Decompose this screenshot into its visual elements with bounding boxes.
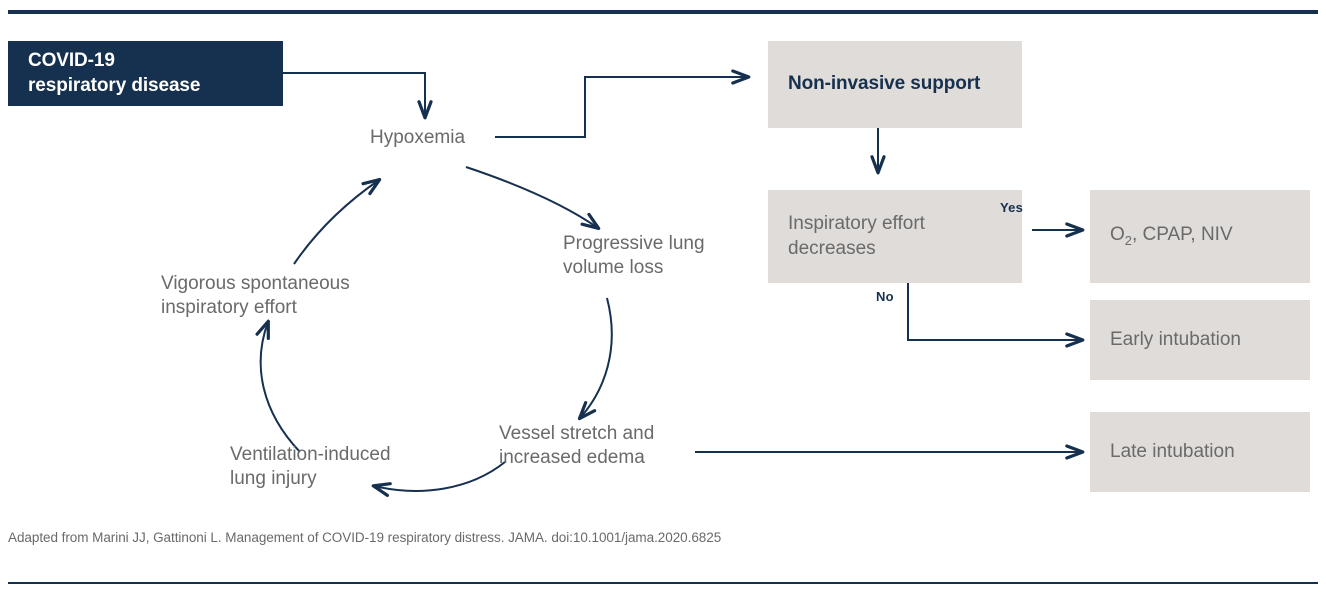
- branch-label-no: No: [876, 289, 894, 304]
- outcome-early-intubation-label: Early intubation: [1110, 328, 1241, 350]
- non-invasive-support-label: Non-invasive support: [788, 73, 981, 95]
- progressive-lung-volume-loss-line2: volume loss: [563, 257, 664, 279]
- arrow-hypoxemia-to-lung-volume-loss: [465, 166, 601, 231]
- vessel-stretch-line2: increased edema: [499, 447, 645, 469]
- non-invasive-support-box: Non-invasive support: [768, 41, 1022, 128]
- cycle-node-vigorous-inspiratory-effort: Vigorous spontaneous inspiratory effort: [161, 272, 350, 321]
- covid19-title-line1: COVID-19: [28, 50, 115, 72]
- cycle-node-progressive-lung-volume-loss: Progressive lung volume loss: [563, 232, 705, 281]
- vigorous-inspiratory-effort-line2: inspiratory effort: [161, 297, 297, 319]
- cycle-node-hypoxemia: Hypoxemia: [370, 127, 466, 148]
- arrow-vessel-stretch-to-lung-injury: [371, 461, 506, 497]
- inspiratory-effort-decreases-box: Inspiratory effort decreases: [768, 190, 1022, 283]
- outcome-o2-cpap-niv-box: O2, CPAP, NIV: [1090, 190, 1310, 283]
- vessel-stretch-line1: Vessel stretch and: [499, 423, 655, 444]
- outcome-early-intubation-box: Early intubation: [1090, 300, 1310, 380]
- vigorous-inspiratory-effort-line1: Vigorous spontaneous: [161, 273, 350, 294]
- source-caption: Adapted from Marini JJ, Gattinoni L. Man…: [8, 530, 722, 545]
- ventilation-induced-lung-injury-line2: lung injury: [230, 468, 317, 490]
- branch-label-yes: Yes: [1000, 200, 1024, 215]
- outcome-late-intubation-box: Late intubation: [1090, 412, 1310, 492]
- bottom-divider-rule: [8, 582, 1318, 584]
- arrow-lung-injury-to-inspiratory-effort: [255, 319, 301, 453]
- outcome-o2-cpap-niv-label: O2, CPAP, NIV: [1110, 224, 1233, 248]
- ventilation-induced-lung-injury-line1: Ventilation-induced: [230, 444, 391, 465]
- arrow-no-to-early-intubation: [907, 283, 1085, 348]
- inspiratory-effort-line1: Inspiratory effort: [788, 212, 925, 234]
- covid19-title-line2: respiratory disease: [28, 74, 201, 96]
- outcome-late-intubation-label: Late intubation: [1110, 440, 1235, 462]
- inspiratory-effort-line2: decreases: [788, 237, 876, 259]
- arrow-inspiratory-effort-to-hypoxemia: [293, 177, 382, 265]
- progressive-lung-volume-loss-line1: Progressive lung: [563, 233, 705, 254]
- covid19-respiratory-disease-box: COVID-19 respiratory disease: [8, 41, 283, 106]
- arrow-covid-to-hypoxemia: [283, 72, 433, 120]
- arrow-hypoxemia-to-noninvasive: [495, 69, 751, 138]
- top-divider-rule: [8, 10, 1318, 14]
- arrow-lung-volume-loss-to-vessel-stretch: [577, 297, 613, 421]
- cycle-node-ventilation-induced-lung-injury: Ventilation-induced lung injury: [230, 443, 391, 492]
- cycle-node-vessel-stretch: Vessel stretch and increased edema: [499, 422, 654, 471]
